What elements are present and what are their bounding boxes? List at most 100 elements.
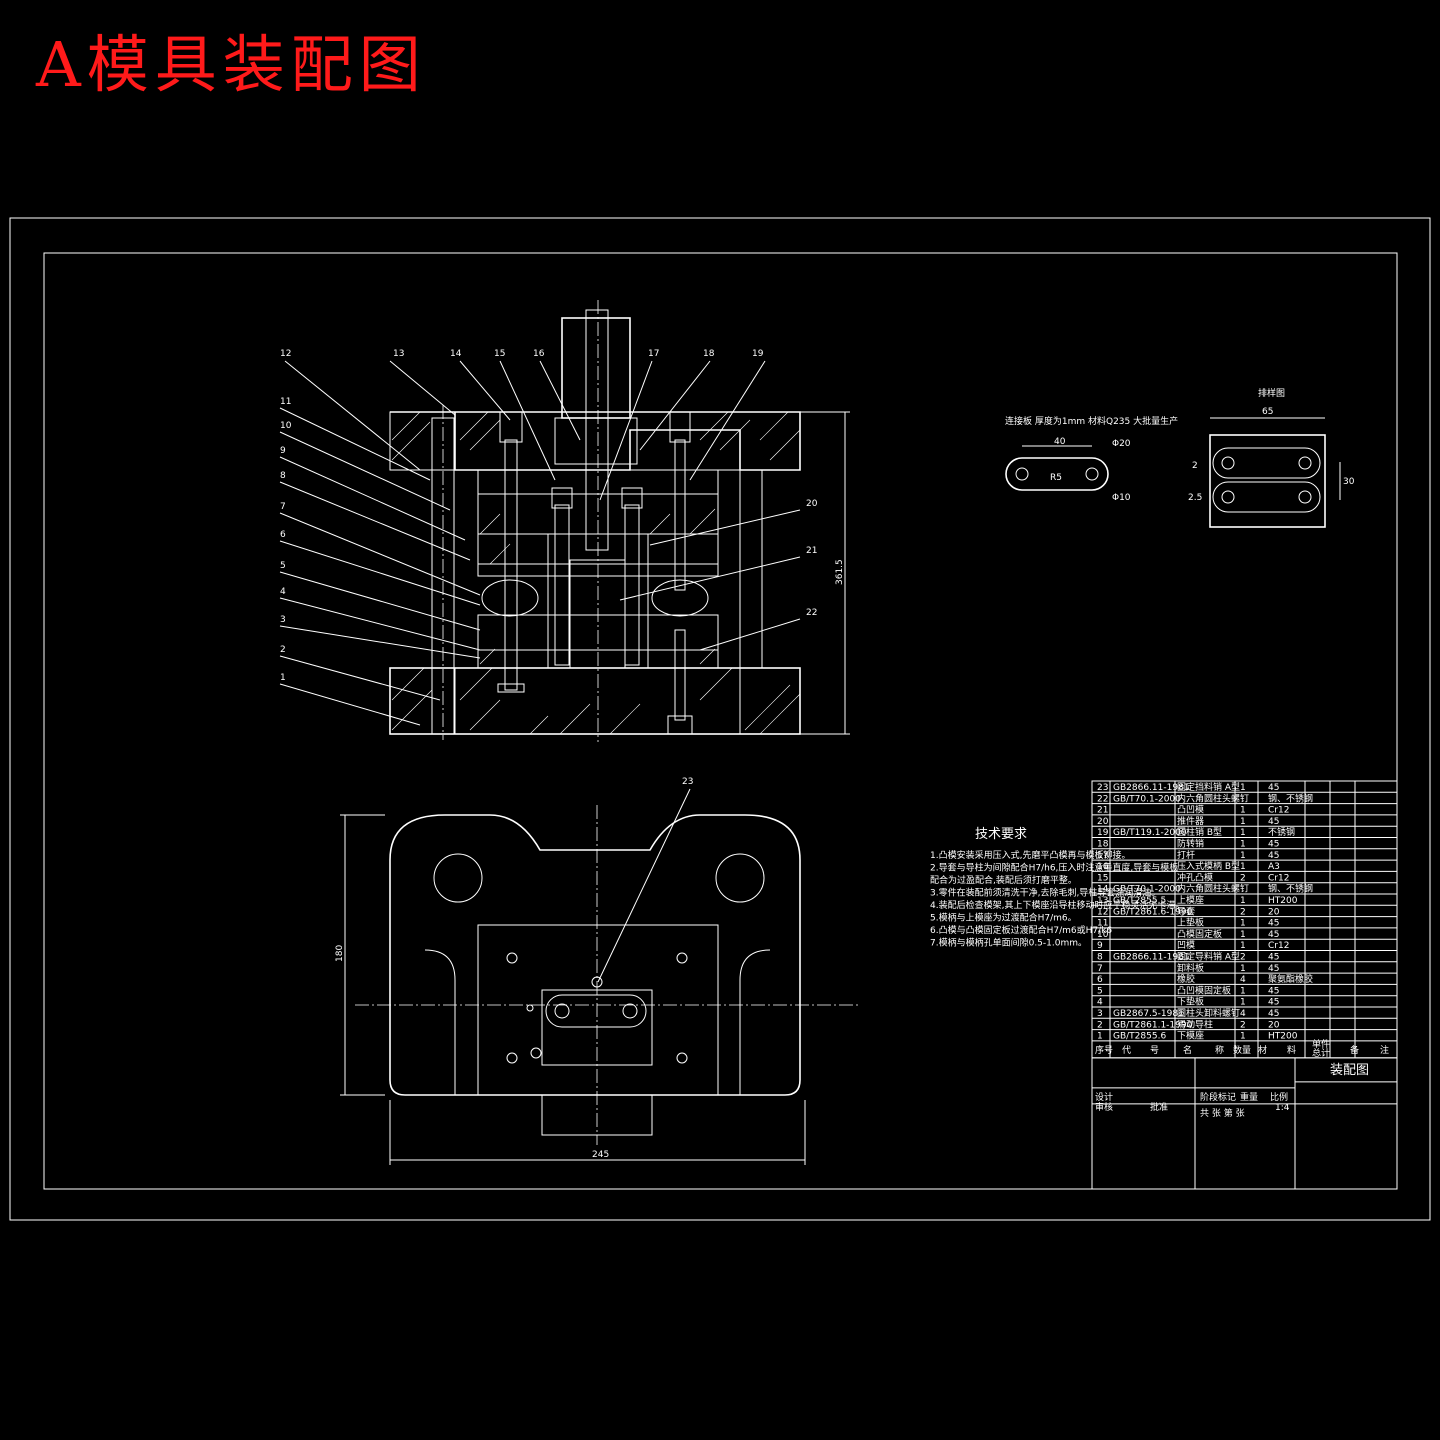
bom-cell: GB2867.5-1981 <box>1113 1009 1184 1019</box>
title-block-check: 审核 <box>1095 1101 1113 1113</box>
bom-cell: 13 <box>1097 896 1108 906</box>
bom-cell: 12 <box>1097 907 1108 917</box>
tech-item: 3.零件在装配前须清洗干净,去除毛刺,导柱导套涂润滑油。 <box>930 887 1160 899</box>
bom-cell: 2 <box>1240 907 1246 917</box>
bom-cell: HT200 <box>1268 896 1298 906</box>
bom-cell: 圆柱头卸料螺钉 <box>1177 1007 1240 1019</box>
inner-frame <box>43 252 1398 1190</box>
balloon-15: 15 <box>494 349 505 359</box>
bom-header: 号 <box>1150 1045 1159 1056</box>
balloon-10: 10 <box>280 421 292 431</box>
depth-dimension: 180 <box>335 945 345 962</box>
tech-item: 2.导套与导柱为间隙配合H7/h6,压入时注意垂直度,导套与模板 <box>930 862 1178 874</box>
tech-item: 5.模柄与上模座为过渡配合H7/m6。 <box>930 912 1077 924</box>
bom-cell: 1 <box>1240 896 1246 906</box>
balloon-1: 1 <box>280 673 286 683</box>
section-view: 361.5 <box>389 300 850 742</box>
svg-text:R5: R5 <box>1050 473 1062 483</box>
bom-cell: 45 <box>1268 964 1279 974</box>
bom-cell: 1 <box>1240 840 1246 850</box>
bom-cell: 1 <box>1240 998 1246 1008</box>
bom-cell: 1 <box>1240 1032 1246 1042</box>
bom-cell: 圆柱销 B型 <box>1177 826 1222 838</box>
bom-cell: 10 <box>1097 930 1109 940</box>
bom-cell: 45 <box>1268 953 1279 963</box>
bom-cell: 固定导料销 A型 <box>1177 951 1240 963</box>
bom-cell: 压入式模柄 B型 <box>1177 860 1240 872</box>
title-block-approve: 批准 <box>1150 1101 1168 1113</box>
bom-cell: GB/T70.1-2000 <box>1113 885 1181 895</box>
bom-cell: 6 <box>1097 975 1103 985</box>
bom-cell: 1 <box>1240 919 1246 929</box>
bom-cell: 1 <box>1240 851 1246 861</box>
svg-text:30: 30 <box>1343 477 1355 487</box>
bom-cell: 20 <box>1097 817 1109 827</box>
bom-cell: 45 <box>1268 919 1279 929</box>
bom-cell: 1 <box>1097 1032 1103 1042</box>
bom-cell: 1 <box>1240 941 1246 951</box>
bom-cell: Cr12 <box>1268 873 1289 883</box>
balloon-8: 8 <box>280 471 286 481</box>
bom-cell: 冲孔凸模 <box>1177 871 1213 883</box>
bom-cell: 打杆 <box>1177 849 1195 861</box>
height-dimension: 361.5 <box>835 559 845 585</box>
bom-cell: 上模座 <box>1177 894 1204 906</box>
bom-cell: 2 <box>1240 953 1246 963</box>
balloon-16: 16 <box>533 349 545 359</box>
bom-cell: Cr12 <box>1268 941 1289 951</box>
balloon-4: 4 <box>280 587 286 597</box>
bom-cell: 45 <box>1268 783 1279 793</box>
bom-cell: 45 <box>1268 930 1279 940</box>
bom-cell: 防转销 <box>1177 838 1204 850</box>
bom-cell: 4 <box>1240 975 1246 985</box>
tech-item: 1.凸模安装采用压入式,先磨平凸模再与模板铆接。 <box>930 849 1130 861</box>
svg-text:Φ10: Φ10 <box>1112 493 1131 503</box>
bom-cell: 2 <box>1097 1020 1103 1030</box>
balloon-20: 20 <box>806 499 818 509</box>
bom-cell: 聚氨酯橡胶 <box>1268 973 1313 985</box>
balloon-6: 6 <box>280 530 286 540</box>
bom-cell: 1 <box>1240 817 1246 827</box>
bom-header: 单件 <box>1312 1038 1330 1050</box>
title-block-name: 装配图 <box>1330 1063 1369 1078</box>
bom-cell: GB/T119.1-2000 <box>1113 828 1187 838</box>
bom-header: 序号 <box>1095 1044 1113 1056</box>
bom-cell: 17 <box>1097 851 1108 861</box>
bom-cell: 1 <box>1240 986 1246 996</box>
bom-cell: 1 <box>1240 930 1246 940</box>
bom-cell: 下模座 <box>1177 1030 1204 1042</box>
balloon-18: 18 <box>703 349 715 359</box>
bom-cell: 21 <box>1097 806 1108 816</box>
balloon-12: 12 <box>280 349 291 359</box>
bom-cell: 2 <box>1240 873 1246 883</box>
balloon-17: 17 <box>648 349 659 359</box>
bom-cell: 凸凹模固定板 <box>1177 984 1231 996</box>
bom-cell: 导套 <box>1177 905 1195 917</box>
bom-cell: 20 <box>1268 1020 1280 1030</box>
bom-cell: 1 <box>1240 783 1246 793</box>
title-block-ratio: 比例 <box>1270 1091 1288 1103</box>
balloon-5: 5 <box>280 561 286 571</box>
bom-cell: 卸料板 <box>1177 962 1204 974</box>
bom-cell: 18 <box>1097 840 1109 850</box>
bom-cell: 19 <box>1097 828 1109 838</box>
layout-title: 排样图 <box>1258 387 1285 399</box>
tech-item: 7.模柄与模柄孔单面间隙0.5-1.0mm。 <box>930 937 1087 949</box>
bom-cell: 45 <box>1268 851 1279 861</box>
title-block-stage: 阶段标记 <box>1200 1091 1236 1103</box>
bom-cell: 45 <box>1268 998 1279 1008</box>
bom-cell: GB/T2861.6-1990 <box>1113 907 1193 917</box>
bom-cell: 3 <box>1097 1009 1103 1019</box>
bom-cell: 凸凹模 <box>1177 805 1204 816</box>
bom-cell: GB2866.11-1981 <box>1113 783 1190 793</box>
blank-note: 连接板 厚度为1mm 材料Q235 大批量生产 <box>1005 415 1178 427</box>
balloon-22: 22 <box>806 608 817 618</box>
balloon-14: 14 <box>450 349 462 359</box>
title-block-sheet: 共 张 第 张 <box>1200 1107 1245 1119</box>
bom-cell: HT200 <box>1268 1032 1298 1042</box>
bom-cell: 橡胶 <box>1177 973 1195 985</box>
bom-cell: 4 <box>1097 998 1103 1008</box>
